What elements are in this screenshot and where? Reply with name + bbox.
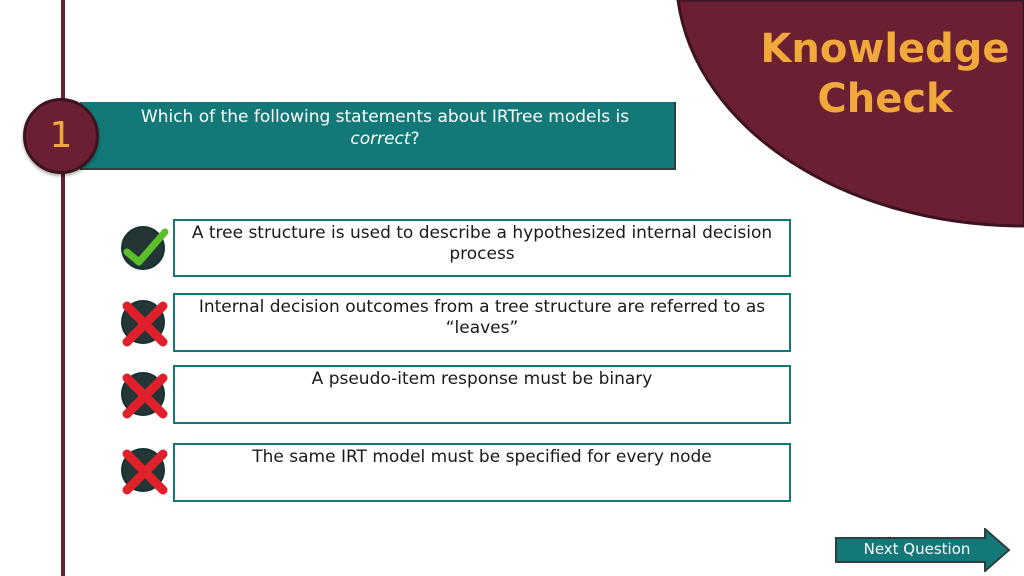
option-4-label: The same IRT model must be specified for… [252, 447, 712, 467]
option-4[interactable]: The same IRT model must be specified for… [173, 443, 791, 502]
option-2-label: Internal decision outcomes from a tree s… [198, 297, 766, 338]
next-question-label[interactable]: Next Question [863, 540, 971, 558]
question-text-emphasis: correct [350, 129, 411, 149]
option-1[interactable]: A tree structure is used to describe a h… [173, 219, 791, 277]
question-text-end: ? [410, 129, 420, 149]
knowledge-check-title: Knowledge Check [760, 26, 1010, 122]
vertical-divider-line [61, 0, 65, 576]
question-text-main: Which of the following statements about … [140, 107, 630, 127]
option-4-mark [121, 448, 168, 495]
option-3[interactable]: A pseudo-item response must be binary [173, 365, 791, 424]
question-number: 1 [49, 115, 73, 156]
x-icon [122, 373, 168, 419]
option-3-label: A pseudo-item response must be binary [311, 369, 653, 389]
knowledge-check-corner [676, 0, 1024, 228]
arrow-right-icon [835, 528, 1011, 572]
x-icon [122, 449, 168, 495]
next-question-button[interactable] [835, 528, 1011, 572]
option-1-label: A tree structure is used to describe a h… [191, 223, 773, 264]
option-3-mark [121, 372, 168, 419]
question-text: Which of the following statements about … [110, 106, 660, 150]
question-banner [80, 102, 676, 170]
option-2-mark [121, 300, 168, 347]
x-icon [122, 301, 168, 347]
check-icon [123, 228, 169, 266]
option-1-mark [121, 226, 169, 270]
option-2[interactable]: Internal decision outcomes from a tree s… [173, 293, 791, 352]
question-number-badge [23, 98, 99, 174]
